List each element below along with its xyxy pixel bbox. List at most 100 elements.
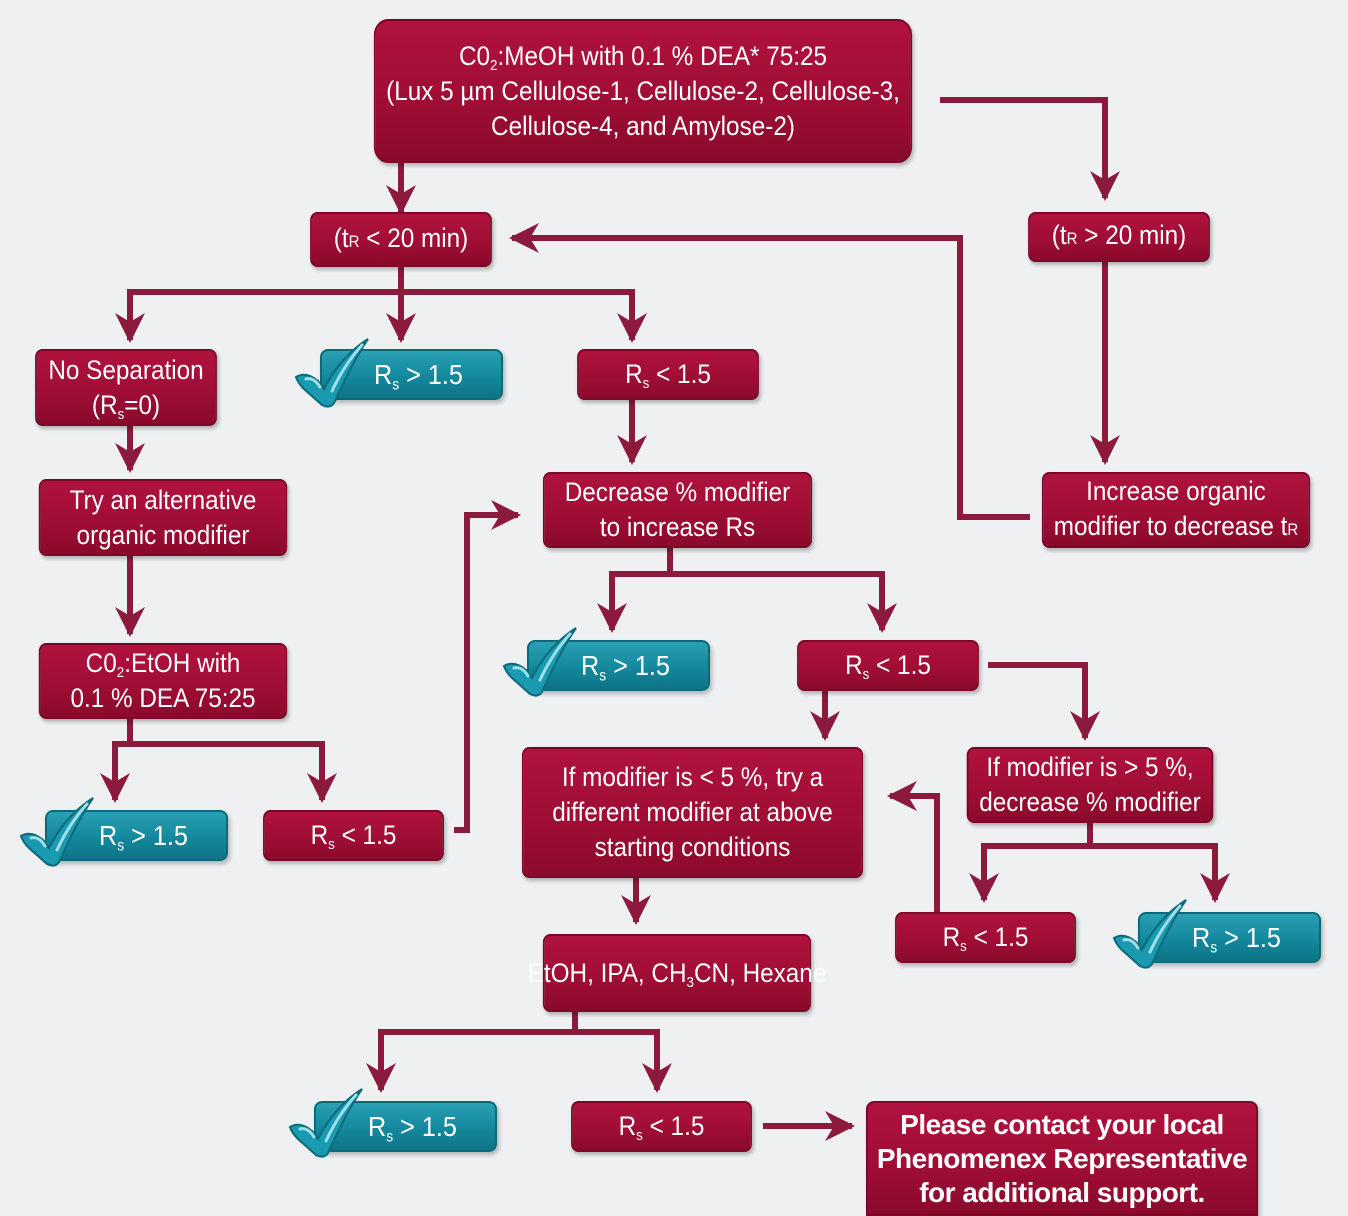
rs-gt-5-text: R (368, 1110, 387, 1142)
etoh-line1-text: C0 (85, 648, 117, 678)
if-modifier-gt-5-box: If modifier is > 5 %, decrease % modifie… (966, 747, 1214, 823)
rs-lt-3-text: R (845, 650, 863, 680)
rs-gt-4-subscript: s (1210, 938, 1218, 956)
connector-rs-lt-2-to-dec-mod (454, 500, 521, 833)
rs-gt-3-text: R (581, 649, 600, 681)
tr-lt-text: (t (333, 222, 349, 253)
no-separation-box: No Separation (Rs=0) (35, 349, 217, 426)
rs-lt-1-5-box-1: Rs < 1.5 (577, 349, 759, 400)
connector-solvents-split-left (366, 1012, 578, 1093)
no-sep-subscript: s (117, 406, 125, 423)
connector-inc-org-to-tr-lt (509, 223, 1030, 520)
contact-line3: for additional support. (919, 1176, 1205, 1208)
connector-etoh-to-rs-lt-2 (130, 741, 337, 803)
rs-lt-1-rest: < 1.5 (649, 359, 711, 389)
tr-gt-rest: > 20 min) (1077, 220, 1187, 250)
if-modifier-lt-5-box: If modifier is < 5 %, try a different mo… (521, 747, 864, 878)
retention-gt-20-box: (tR > 20 min) (1028, 212, 1210, 262)
contact-representative-box: Please contact your local Phenomenex Rep… (866, 1101, 1258, 1216)
rs-gt-1-5-box-4: Rs > 1.5 (1138, 912, 1321, 963)
rs-lt-1-subscript: s (642, 376, 650, 393)
rs-lt-4-subscript: s (960, 939, 967, 956)
contact-line1: Please contact your local (900, 1108, 1224, 1140)
checkmark-icon (502, 627, 577, 697)
rs-gt-1-subscript: s (392, 375, 400, 393)
contact-line2: Phenomenex Representative (876, 1142, 1248, 1174)
etoh-condition-box: C02:EtOH with 0.1 % DEA 75:25 (38, 643, 288, 719)
start-line2-text: (Lux 5 µm Cellulose-1, Cellulose-2, Cell… (386, 75, 900, 106)
connector-solvents-to-rs-lt-5 (575, 1029, 672, 1093)
if-gt5-line1: If modifier is > 5 %, (986, 752, 1194, 782)
checkmark-icon (294, 338, 369, 408)
rs-gt-1-rest: > 1.5 (399, 358, 463, 390)
etoh-subscript: 2 (116, 665, 125, 682)
increase-organic-box: Increase organic modifier to decrease tR (1041, 472, 1311, 548)
tr-lt-rest: < 20 min) (359, 222, 469, 253)
try-alternative-modifier-box: Try an alternative organic modifier (38, 479, 288, 556)
solvents-rest: CN, Hexane (693, 957, 827, 988)
connector-dec-mod-to-rs-lt-3 (670, 571, 897, 633)
no-sep-line1: No Separation (48, 354, 204, 385)
rs-gt-2-text: R (99, 819, 118, 851)
dec-mod-line1: Decrease % modifier (564, 477, 791, 507)
solvents-subscript: 3 (686, 974, 694, 991)
inc-org-subscript: R (1287, 519, 1299, 539)
solvents-text: EtOH, IPA, CH (527, 957, 687, 988)
tr-gt-subscript: R (1066, 229, 1078, 248)
rs-gt-5-subscript: s (386, 1127, 394, 1145)
rs-gt-1-5-box-5: Rs > 1.5 (314, 1101, 497, 1152)
rs-lt-1-5-box-5: Rs < 1.5 (571, 1101, 752, 1152)
decrease-modifier-box: Decrease % modifier to increase Rs (542, 472, 813, 548)
rs-lt-2-rest: < 1.5 (334, 820, 397, 850)
start-line1-subscript: 2 (490, 57, 498, 74)
connector-dec-mod-split-left (597, 548, 673, 633)
rs-gt-2-subscript: s (117, 836, 125, 854)
dec-mod-line2: to increase Rs (599, 512, 756, 542)
rs-lt-1-text: R (625, 359, 643, 389)
connector-etoh-split-left (100, 718, 133, 803)
connector-tr-lt-split-left (115, 266, 404, 343)
if-lt5-line2: different modifier at above (552, 797, 833, 827)
connector-tr-lt-to-rs-lt-1 (401, 289, 647, 343)
rs-gt-3-rest: > 1.5 (606, 649, 670, 681)
etoh-line2: 0.1 % DEA 75:25 (70, 683, 256, 713)
etoh-line1-rest: :EtOH with (124, 648, 241, 678)
try-alt-line1: Try an alternative (69, 484, 257, 515)
rs-lt-5-subscript: s (636, 1128, 643, 1145)
retention-lt-20-box: (tR < 20 min) (310, 212, 492, 267)
rs-lt-5-rest: < 1.5 (642, 1111, 705, 1141)
if-lt5-line3: starting conditions (594, 832, 791, 862)
rs-lt-2-text: R (310, 820, 329, 850)
rs-gt-4-text: R (1192, 921, 1211, 953)
checkmark-icon (19, 797, 94, 867)
rs-lt-1-5-box-2: Rs < 1.5 (263, 810, 444, 861)
rs-gt-3-subscript: s (599, 666, 607, 684)
rs-gt-4-rest: > 1.5 (1217, 921, 1281, 953)
start-line1-text: C0 (458, 40, 491, 71)
connector-rs-lt-3-to-if-gt5 (988, 662, 1100, 741)
start-condition-box: C02:MeOH with 0.1 % DEA* 75:25 (Lux 5 µm… (373, 19, 913, 163)
rs-lt-5-text: R (618, 1111, 637, 1141)
connector-start-to-tr-gt (940, 97, 1120, 201)
if-lt5-line1: If modifier is < 5 %, try a (561, 762, 824, 792)
tr-gt-text: (t (1051, 220, 1067, 250)
rs-lt-3-subscript: s (862, 667, 870, 684)
try-alt-line2: organic modifier (76, 519, 250, 550)
checkmark-icon (288, 1088, 363, 1158)
rs-lt-2-subscript: s (328, 837, 335, 854)
connector-if-gt5-split-left (969, 822, 1093, 903)
inc-org-line1: Increase organic (1086, 475, 1266, 506)
rs-gt-1-text: R (374, 358, 393, 390)
rs-lt-4-rest: < 1.5 (966, 922, 1029, 952)
checkmark-icon (1112, 899, 1187, 969)
rs-lt-4-text: R (942, 922, 961, 952)
connector-rs-lt-4-to-if-lt5 (887, 781, 940, 912)
rs-lt-3-rest: < 1.5 (869, 650, 931, 680)
no-sep-line2-rest: =0) (124, 389, 161, 420)
if-gt5-line2: decrease % modifier (979, 787, 1201, 817)
rs-gt-2-rest: > 1.5 (124, 819, 188, 851)
no-sep-line2-text: (R (91, 389, 118, 420)
rs-gt-5-rest: > 1.5 (393, 1110, 457, 1142)
connector-if-gt5-to-rs-gt-4 (1090, 843, 1230, 903)
tr-lt-subscript: R (348, 231, 360, 251)
